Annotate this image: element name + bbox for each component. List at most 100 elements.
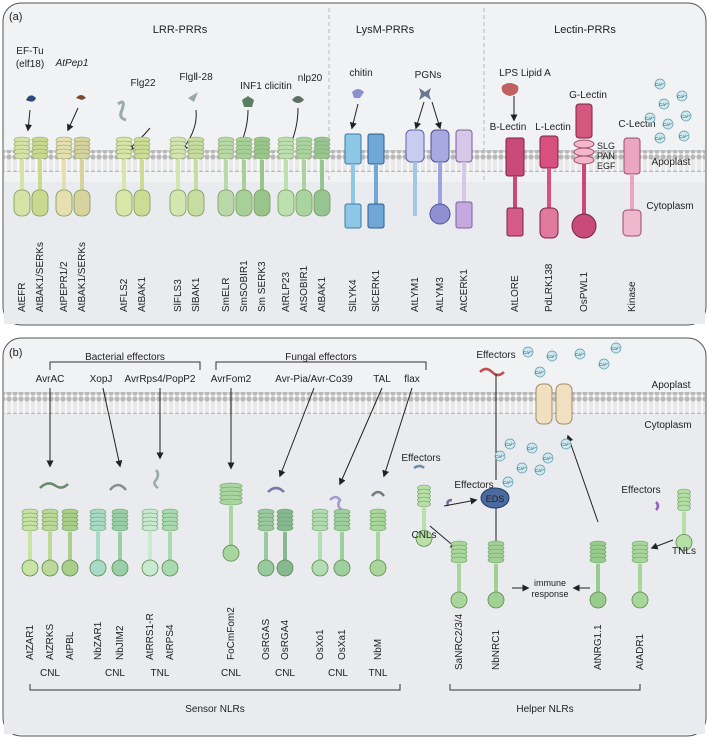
atlore-kinase (506, 207, 524, 237)
calcium-ion-icon: Ca²⁺ (680, 110, 691, 122)
svg-text:Ca²⁺: Ca²⁺ (495, 454, 505, 459)
panel-b: (b) Apoplast Cytoplasm Bacterial effecto… (2, 337, 707, 737)
nlr-name-atrps4: AtRPS4 (165, 624, 176, 660)
lectin-receptors: B-Lectin L-Lectin G-Lectin C-Lectin SLG … (490, 90, 656, 239)
receptor-name-atpepr: AtPEPR1/2 (59, 261, 70, 312)
nlr-receptor-2 (41, 508, 59, 577)
effector-xopj: XopJ (90, 374, 113, 385)
effector-avrpia-icon (267, 486, 285, 493)
receptor-name-smserk3: Sm SERK3 (257, 261, 268, 312)
fungal-bracket (215, 361, 427, 370)
arrow-pgns-2 (431, 101, 442, 130)
flg22-ligand-icon (117, 100, 127, 122)
effector-avrrps4: AvrRps4/PopP2 (125, 374, 196, 385)
calcium-ion-icon: Ca²⁺ (610, 342, 621, 354)
receptor-name-atfls2: AtFLS2 (119, 278, 130, 312)
arrow-ef-tu (25, 109, 33, 132)
receptor-name-kinase: Kinase (627, 281, 638, 312)
atcerk1-ecto (455, 129, 473, 163)
ospwl1-tm (582, 164, 586, 216)
effectors-cnl-label: Effectors (401, 453, 440, 464)
calcium-ion-icon: Ca²⁺ (526, 442, 537, 454)
svg-text:Ca²⁺: Ca²⁺ (561, 442, 571, 447)
calcium-ion-icon: Ca²⁺ (534, 464, 545, 476)
nlr-name-atzrk: AtZRKS (45, 624, 56, 660)
effector-top-icon (479, 367, 505, 377)
pan-label: PAN (597, 151, 615, 161)
ospwl1-kinase (571, 213, 597, 239)
effector-tnl-icon (655, 501, 660, 511)
sllyk4-kinase (344, 203, 362, 229)
arrow-flax (382, 387, 413, 478)
nlr-receptor-11 (311, 508, 329, 577)
nlr-name-osxa1: OsXa1 (337, 629, 348, 660)
cytoplasm-label-a: Cytoplasm (646, 201, 693, 212)
atlym3-ecto (430, 129, 450, 163)
helper-bracket (449, 684, 641, 691)
c-lectin-tm (630, 174, 634, 210)
svg-text:Ca²⁺: Ca²⁺ (655, 136, 665, 141)
calcium-ions-b: Ca²⁺ Ca²⁺ Ca²⁺ Ca²⁺ Ca²⁺ Ca²⁺ Ca²⁺ Ca²⁺ Ca²⁺ Ca²⁺… (494, 342, 621, 488)
ospwl1-g-lectin (575, 103, 593, 139)
cytoplasm-label-b: Cytoplasm (644, 420, 691, 431)
atlore-tm (513, 176, 517, 208)
cnls-label: CNLs (411, 530, 436, 541)
nlr-name-atadr1: AtADR1 (635, 633, 646, 670)
calcium-ion-icon: Ca²⁺ (504, 438, 515, 450)
nlr-receptor-5 (111, 508, 129, 577)
svg-text:Ca²⁺: Ca²⁺ (659, 102, 669, 107)
svg-text:Ca²⁺: Ca²⁺ (599, 362, 609, 367)
lrr-receptor-10 (235, 136, 253, 217)
svg-text:Ca²⁺: Ca²⁺ (655, 82, 665, 87)
calcium-ion-icon: Ca²⁺ (654, 132, 665, 144)
svg-text:Ca²⁺: Ca²⁺ (535, 468, 545, 473)
nlr-receptor-4 (89, 508, 107, 577)
atlym1-ecto (405, 129, 425, 163)
class-label-3: TNL (151, 668, 170, 679)
receptor-name-atlym1: AtLYM1 (410, 277, 421, 312)
class-label-6: CNL (328, 668, 348, 679)
l-lectin-label: L-Lectin (535, 122, 571, 133)
nlr-receptor-3 (61, 508, 79, 577)
ligand-inf1: INF1 clicitin (240, 81, 292, 92)
atlym1-tm (413, 162, 417, 216)
calcium-ion-icon: Ca²⁺ (662, 118, 673, 130)
svg-text:Ca²⁺: Ca²⁺ (543, 456, 553, 461)
arrow-avrpia (278, 387, 315, 478)
bacterial-bracket (49, 361, 201, 370)
flgii28-ligand-icon (188, 92, 200, 106)
ligand-lps: LPS Lipid A (499, 68, 551, 79)
inf1-ligand-icon (242, 96, 254, 107)
sensor-bracket (29, 684, 401, 691)
svg-text:Ca²⁺: Ca²⁺ (611, 346, 621, 351)
nlr-name-atnrg11: AtNRG1.1 (593, 624, 604, 670)
class-label-5: CNL (275, 668, 295, 679)
lrr-receptor-5 (115, 136, 133, 217)
effectors-top-label: Effectors (476, 350, 515, 361)
calcium-ion-icon: Ca²⁺ (534, 366, 545, 378)
svg-text:Ca²⁺: Ca²⁺ (575, 352, 585, 357)
svg-text:Ca²⁺: Ca²⁺ (523, 350, 533, 355)
slcerk1-tm (374, 164, 378, 204)
receptor-name-slfls3: SlFLS3 (173, 279, 184, 312)
svg-text:Ca²⁺: Ca²⁺ (645, 116, 655, 121)
effector-flax-icon (371, 490, 385, 497)
section-lrr-prrs: LRR-PRRs (153, 24, 208, 36)
chitin-ligand-icon (352, 89, 364, 98)
panel-a-tag: (a) (9, 11, 22, 23)
receptor-name-smsobir1: SmSOBIR1 (239, 260, 250, 312)
calcium-ion-icon: Ca²⁺ (678, 130, 689, 142)
atlym3-tm (438, 162, 442, 206)
arrow-xopj (102, 387, 123, 468)
svg-text:Ca²⁺: Ca²⁺ (503, 480, 513, 485)
lysm-receptors (344, 129, 473, 229)
svg-text:Ca²⁺: Ca²⁺ (505, 442, 515, 447)
receptor-name-atefr: AtEFR (17, 283, 28, 312)
receptor-name-slbak1: SlBAK1 (191, 277, 202, 312)
arrow-chitin (349, 103, 359, 130)
g-lectin-label: G-Lectin (569, 90, 607, 101)
nlr-receptor-10 (276, 508, 294, 577)
arrow-tal (338, 387, 383, 486)
